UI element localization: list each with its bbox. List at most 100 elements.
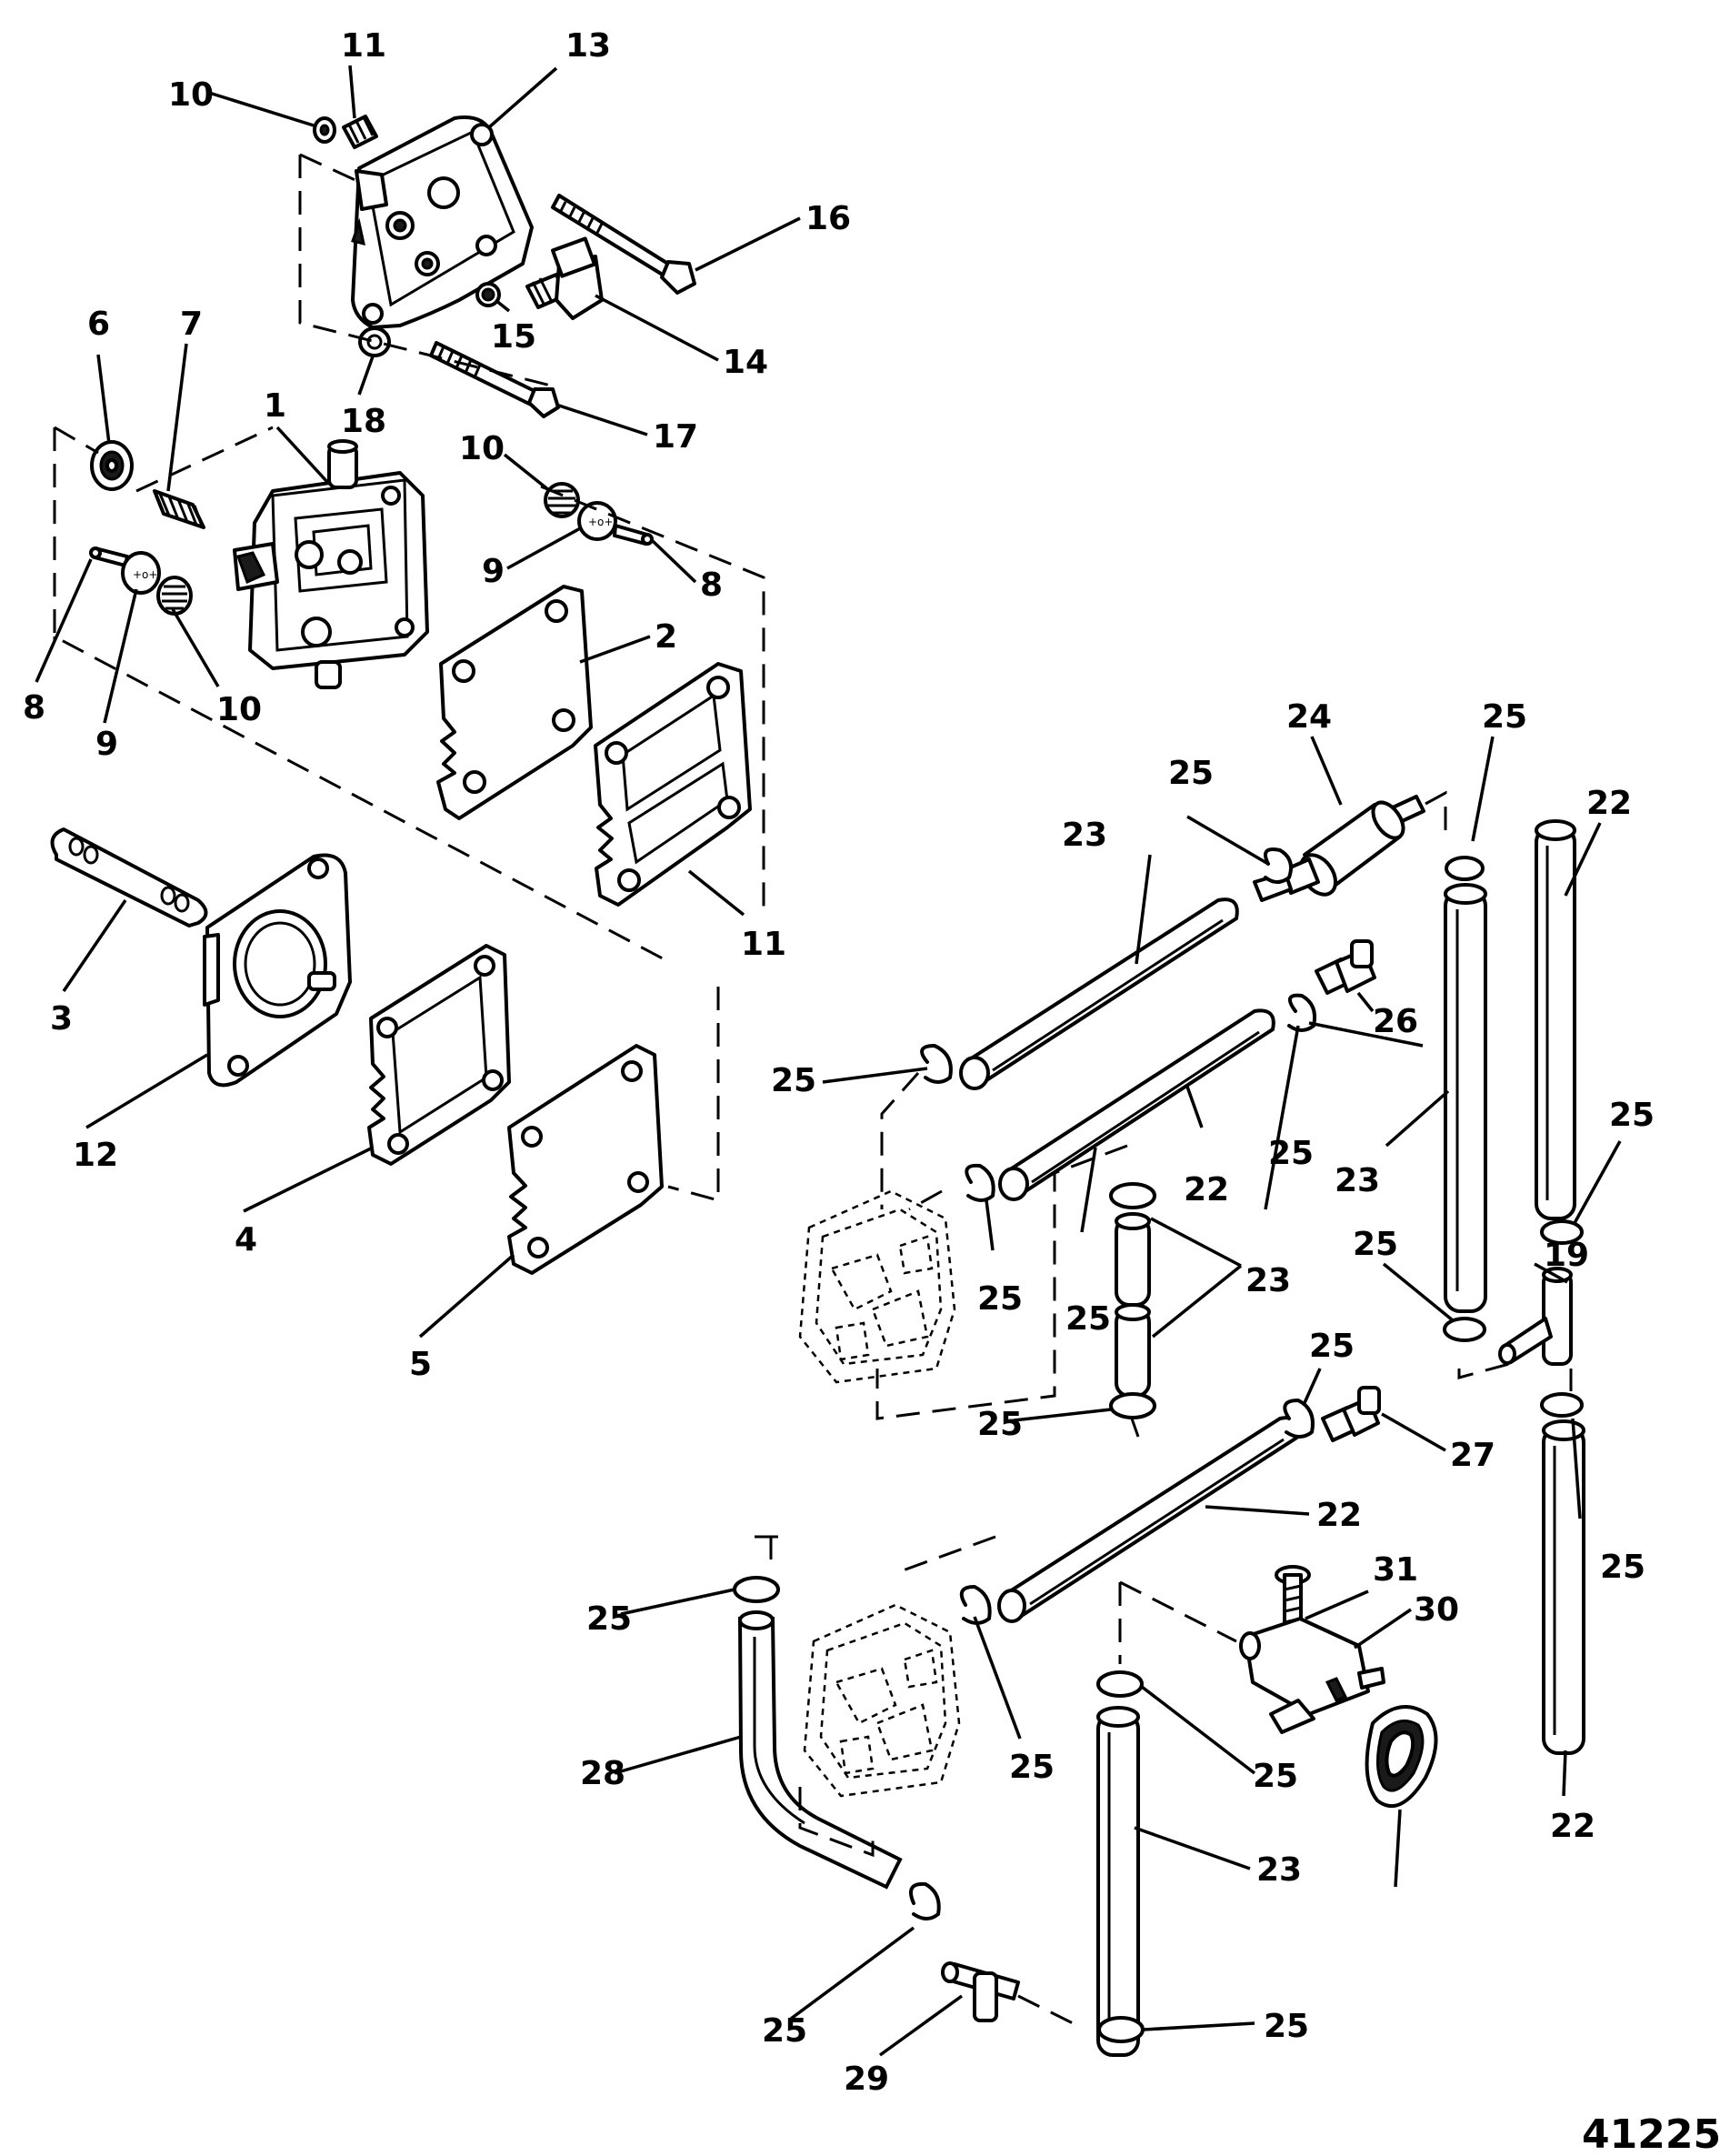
clamp-25-n [1097, 2016, 1145, 2043]
callout-9-left: 9 [95, 726, 118, 763]
callout-labels: 10 11 13 16 14 15 17 18 6 7 1 10 9 8 8 9… [23, 27, 1720, 2156]
callout-22-far-right: 22 [1586, 785, 1632, 822]
callout-23-right: 23 [1335, 1162, 1380, 1199]
callout-15: 13 [565, 27, 611, 65]
valve-disc-9-left: +o+ [121, 551, 161, 595]
carburetor-outline-upper [798, 1189, 956, 1384]
clamp-25-i [1540, 1392, 1584, 1418]
hose-23-short-pair [1115, 1212, 1151, 1398]
callout-25-upper-mid: 25 [1168, 755, 1214, 792]
washer-20 [358, 326, 391, 357]
callout-6: 6 [87, 306, 110, 343]
diaphragm-2 [436, 585, 593, 820]
clamp-25-j [733, 1576, 780, 1603]
callout-19: 17 [653, 418, 698, 456]
spring-13 [342, 115, 378, 149]
clamps-25 [733, 847, 1584, 2043]
assembly-line-body [53, 426, 765, 966]
screw-19 [429, 341, 560, 418]
gasket-11 [594, 662, 752, 907]
routing-lines [755, 790, 1573, 2030]
clamp-25-filter-left [1264, 847, 1293, 884]
tee-fitting-21 [1498, 1267, 1573, 1366]
callout-25-carb: 25 [977, 1280, 1023, 1318]
callout-9-right: 9 [482, 553, 505, 590]
callout-22-middle: 22 [1184, 1171, 1229, 1208]
clamp-25-l [1096, 1670, 1144, 1698]
check-valve-8-left [89, 547, 129, 567]
callout-11: 11 [741, 926, 786, 963]
gasket-4 [367, 944, 511, 1166]
callout-25-lower-26: 25 [1309, 1328, 1355, 1365]
callout-22-lower-right: 22 [1550, 1808, 1595, 1845]
pump-body-1 [233, 439, 429, 689]
clamp-25-m [909, 1881, 941, 1920]
leader-lines [35, 65, 1622, 2057]
callout-25-upper-right: 25 [1482, 698, 1527, 736]
callout-25-tee28: 25 [762, 2012, 807, 2050]
callout-25-tee-left: 25 [1353, 1226, 1398, 1263]
callout-1: 1 [264, 387, 286, 425]
callout-25-upper-26: 25 [1268, 1135, 1314, 1172]
clamp-25-e [1540, 1219, 1584, 1245]
callout-2: 2 [655, 618, 677, 656]
callout-20: 18 [341, 403, 386, 440]
fitting-17 [475, 282, 501, 307]
callout-4: 4 [235, 1221, 257, 1259]
tee-fitting-28 [941, 1961, 1020, 2022]
callout-12: 10 [168, 76, 214, 114]
plate-3 [50, 827, 208, 928]
callout-5: 5 [409, 1346, 432, 1383]
clamp-25-h [1283, 1399, 1315, 1439]
callout-21: 19 [1544, 1237, 1589, 1274]
callout-10-right: 10 [459, 430, 505, 467]
clamp-25-a [920, 1044, 953, 1084]
screw-30 [1275, 1565, 1311, 1633]
callout-25-lower-right: 25 [1600, 1549, 1645, 1586]
hose-22-lower-right [1542, 1419, 1585, 1755]
diagram-reference-number: 41225 [1582, 2111, 1720, 2156]
callout-17: 15 [491, 318, 536, 356]
hose-22-middle-diagonal [998, 1008, 1275, 1201]
callout-30: 31 [1373, 1551, 1418, 1589]
base-plate-14 [203, 853, 352, 1088]
hose-27-bent [737, 1610, 903, 1890]
grommet-31 [1365, 1705, 1438, 1809]
elbow-26-upper [1315, 939, 1376, 995]
callout-3: 3 [50, 1000, 73, 1038]
pump-cover-15 [351, 115, 534, 329]
callout-25-lower-vert: 25 [1253, 1758, 1298, 1795]
carburetor-outline-lower [803, 1603, 961, 1798]
callout-26-upper: 26 [1373, 1003, 1418, 1040]
cap-6 [90, 440, 134, 491]
callout-18: 16 [805, 200, 851, 237]
callout-24: 24 [1286, 698, 1332, 736]
callout-25-carb-lower: 25 [1009, 1749, 1055, 1786]
callout-14: 12 [73, 1137, 118, 1174]
elbow-fitting-16 [525, 236, 604, 320]
callout-25-far-right: 25 [1609, 1097, 1655, 1134]
callout-26-lower: 27 [1450, 1437, 1495, 1474]
callout-23-short: 23 [1245, 1262, 1291, 1299]
screen-10-left [156, 576, 193, 616]
callout-8-right: 8 [700, 567, 723, 604]
clamp-25-f [1443, 1317, 1486, 1342]
elbow-26-lower [1321, 1386, 1381, 1442]
valve-disc-9-right: +o+ [577, 501, 617, 541]
clamp-25-d [1109, 1182, 1156, 1209]
callout-25-short-bottom: 25 [977, 1406, 1023, 1443]
callout-25-left-mid: 25 [771, 1062, 816, 1099]
hose-23-vertical-right [1444, 883, 1487, 1313]
callout-29: 30 [1414, 1591, 1459, 1629]
hose-22-vertical-far-right [1535, 819, 1576, 1220]
clamp-25-filter-right [1445, 856, 1485, 881]
hose-22-lower-diagonal [997, 1416, 1301, 1623]
assembly-line-body-top [135, 426, 274, 493]
screw-18 [551, 194, 696, 295]
spring-7 [153, 489, 205, 529]
callout-25-short-top: 25 [1065, 1300, 1111, 1338]
clamp-25-b [1287, 993, 1317, 1032]
callout-23-upper: 23 [1062, 817, 1107, 854]
callout-8-left: 8 [23, 689, 45, 727]
screen-10-right [544, 482, 580, 518]
